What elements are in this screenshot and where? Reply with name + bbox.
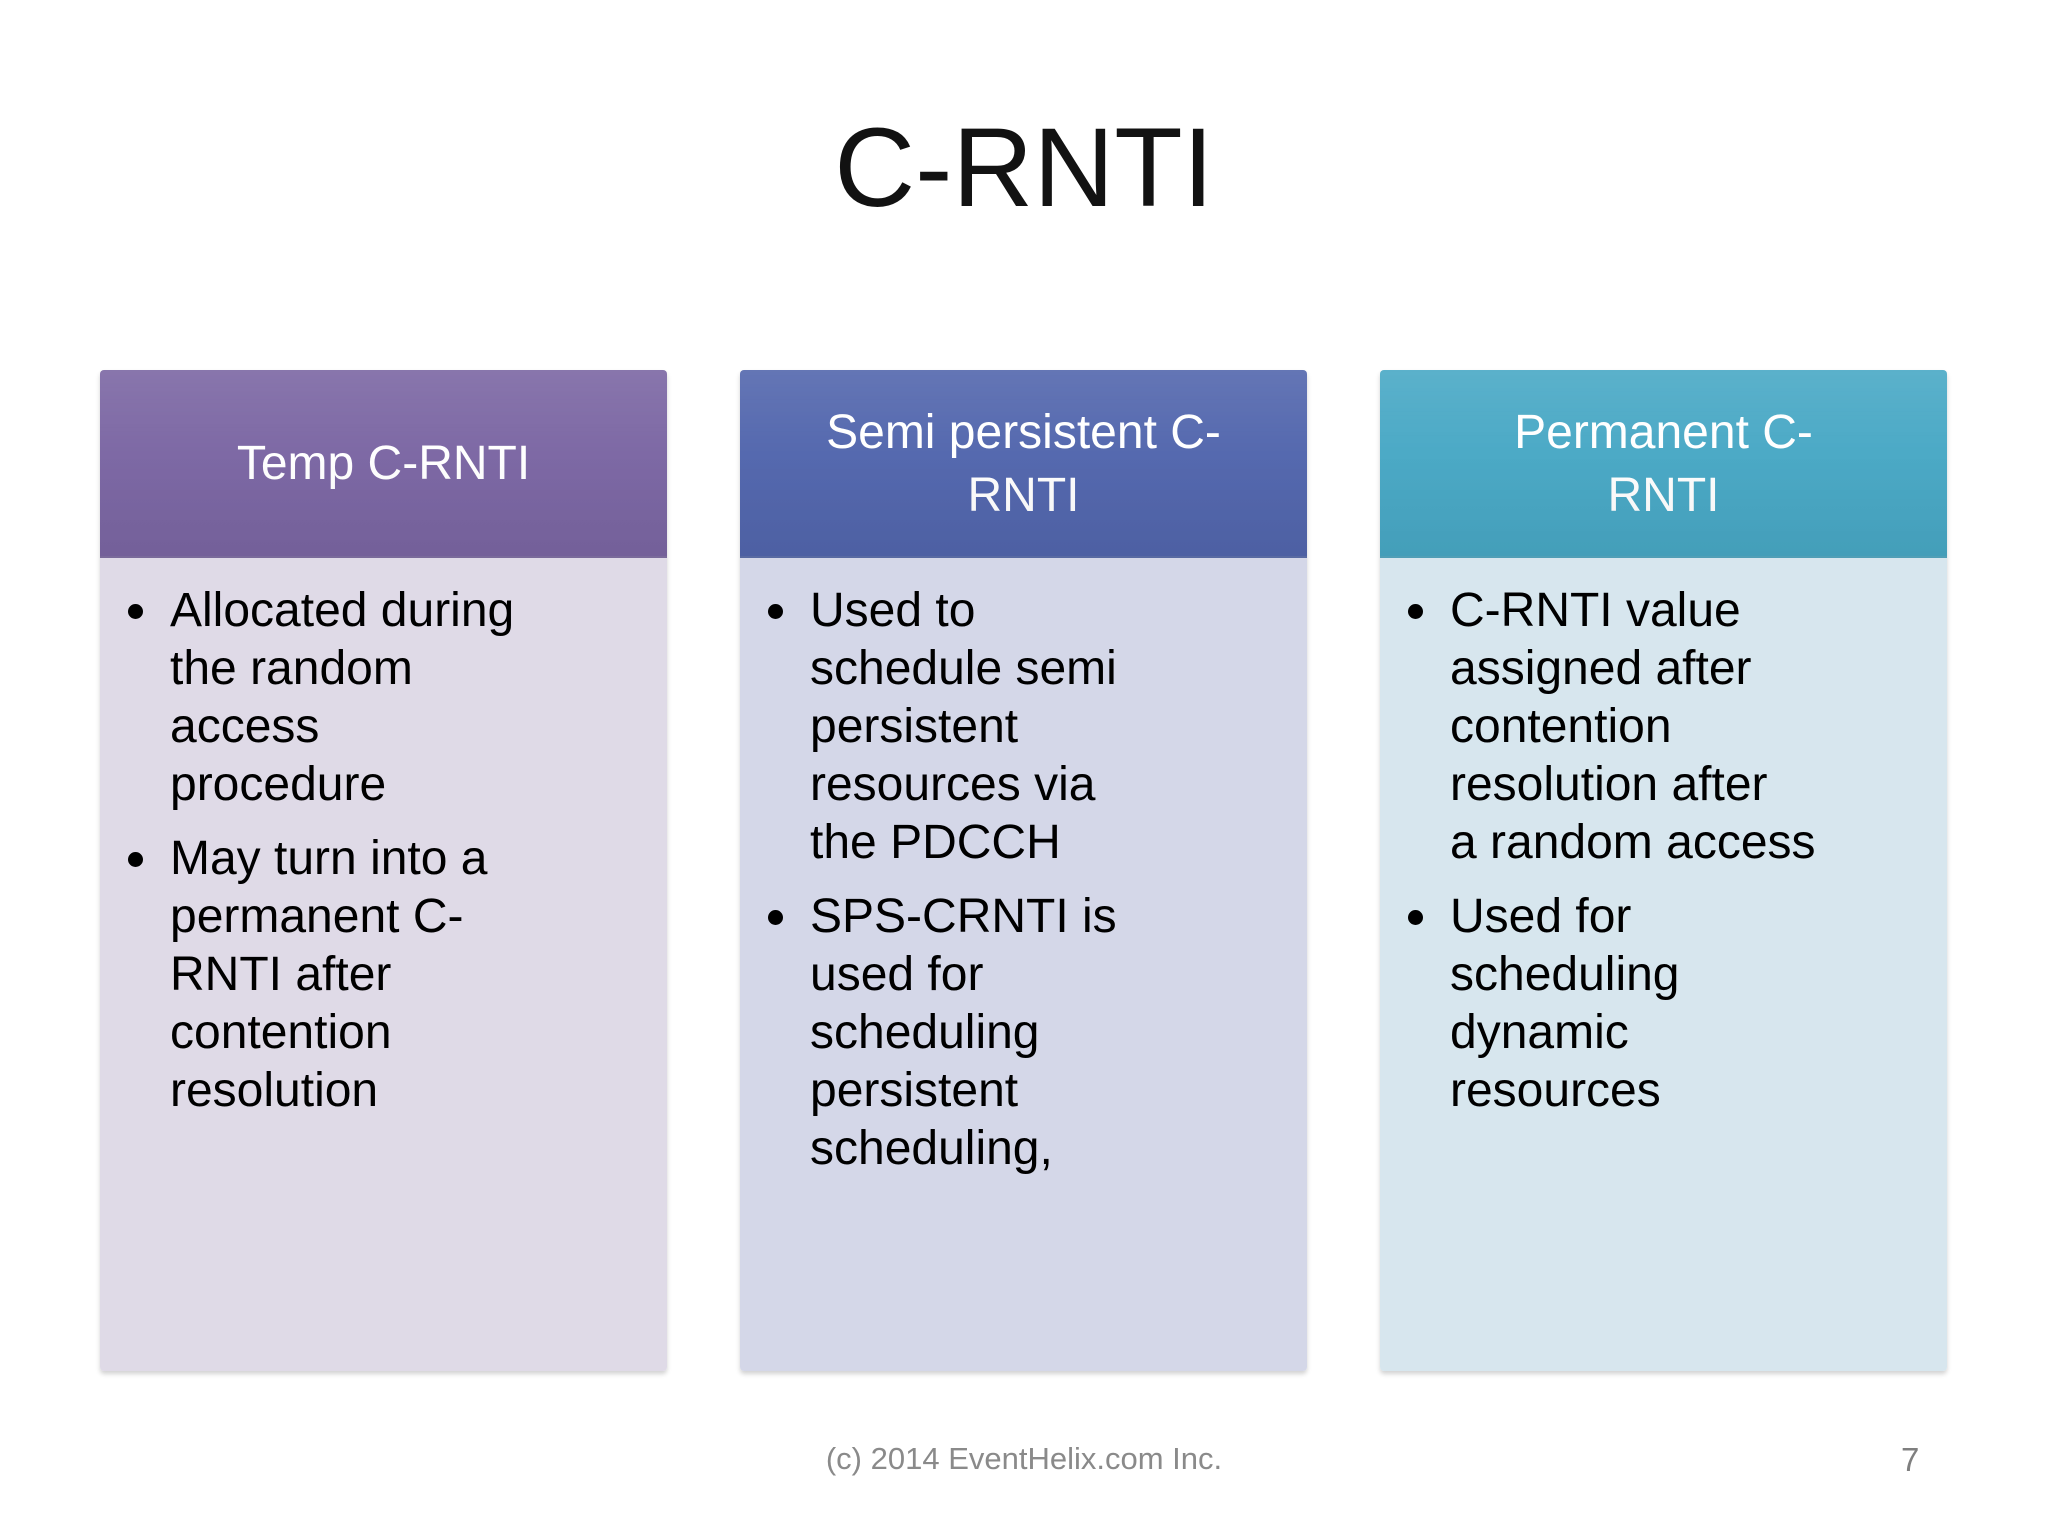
column-semi-persistent-crnti: Semi persistent C- RNTI Used to schedule… [740,370,1307,1371]
bullet-item: Used to schedule semi persistent resourc… [768,582,1287,872]
bullet-dot [128,604,143,619]
column-body: C-RNTI value assigned after contention r… [1380,558,1947,1371]
footer-copyright: (c) 2014 EventHelix.com Inc. [825,1441,1223,1476]
bullet-dot [1408,604,1423,619]
bullet-item: Allocated during the random access proce… [128,582,647,814]
column-header: Temp C-RNTI [100,370,667,558]
bullet-item: SPS-CRNTI is used for scheduling persist… [768,888,1287,1178]
slide-title: C-RNTI [834,105,1214,230]
page-number: 7 [1901,1441,1920,1478]
bullet-dot [128,852,143,867]
bullet-item: May turn into a permanent C- RNTI after … [128,830,647,1120]
column-body: Allocated during the random access proce… [100,558,667,1371]
column-temp-crnti: Temp C-RNTI Allocated during the random … [100,370,667,1371]
column-header: Permanent C- RNTI [1380,370,1947,558]
bullet-dot [1408,910,1423,925]
column-permanent-crnti: Permanent C- RNTI C-RNTI value assigned … [1380,370,1947,1371]
bullet-text: C-RNTI value assigned after contention r… [1450,584,1816,869]
bullet-text: May turn into a permanent C- RNTI after … [170,832,488,1117]
columns: Temp C-RNTI Allocated during the random … [100,370,1947,1371]
bullet-text: Allocated during the random access proce… [170,584,515,811]
bullet-dot [768,910,783,925]
bullet-text: SPS-CRNTI is used for scheduling persist… [810,890,1117,1175]
bullet-dot [768,604,783,619]
column-header: Semi persistent C- RNTI [740,370,1307,558]
bullet-text: Used to schedule semi persistent resourc… [810,584,1117,869]
bullet-item: Used for scheduling dynamic resources [1408,888,1927,1120]
column-body: Used to schedule semi persistent resourc… [740,558,1307,1371]
bullet-item: C-RNTI value assigned after contention r… [1408,582,1927,872]
bullet-text: Used for scheduling dynamic resources [1450,890,1680,1117]
